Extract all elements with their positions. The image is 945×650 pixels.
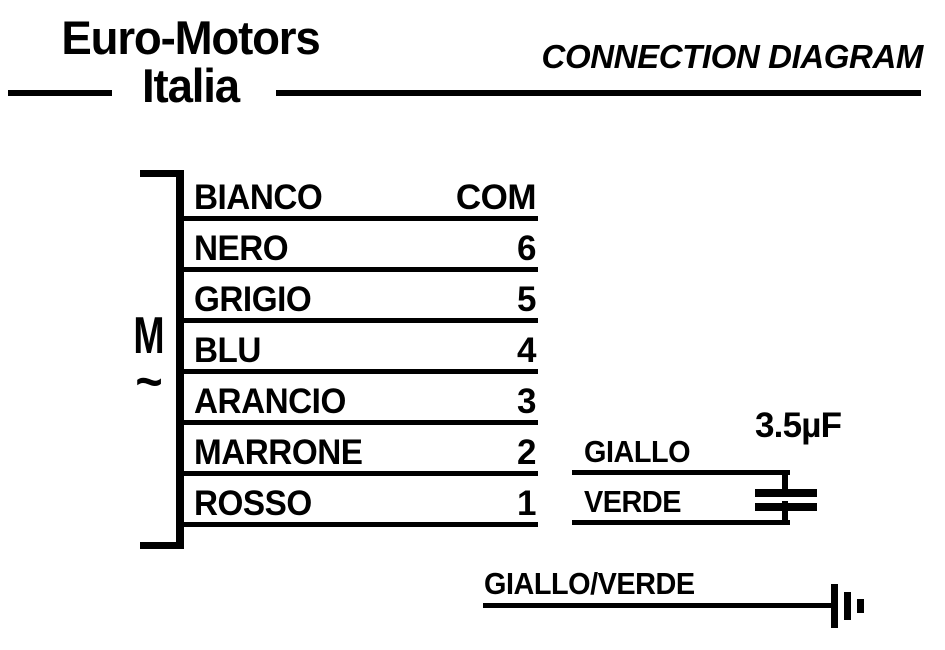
wire-color-label: MARRONE [194, 433, 363, 472]
capacitor-lead-top [782, 470, 788, 494]
wire-line [184, 420, 538, 425]
terminal-number-label: 1 [517, 484, 536, 523]
terminal-row: BLU 4 [184, 323, 538, 374]
wire-line [184, 216, 538, 221]
motor-letter: M [133, 307, 165, 365]
wire-color-label-verde: VERDE [584, 484, 682, 519]
alternating-current-icon: ~ [135, 353, 163, 411]
header-rule-right [276, 90, 921, 96]
wire-line [184, 471, 538, 476]
ground-group: GIALLO/VERDE [470, 565, 870, 635]
terminal-bus-bar [176, 170, 184, 549]
terminal-number-label: 3 [517, 382, 536, 421]
wire-color-label: ARANCIO [194, 382, 346, 421]
ac-motor-symbol: M ~ [118, 310, 180, 415]
terminal-number-label: COM [455, 178, 537, 217]
capacitor-plate-bottom [755, 503, 817, 511]
terminal-number-label: 2 [517, 433, 536, 472]
terminal-row: MARRONE 2 [184, 425, 538, 476]
terminal-number-label: 4 [517, 331, 536, 370]
capacitor-value-label: 3.5µF [755, 406, 842, 445]
ground-wire-line [483, 603, 833, 608]
wire-line [184, 318, 538, 323]
capacitor-plate-top [755, 489, 817, 497]
terminal-number-label: 6 [517, 229, 536, 268]
capacitor-lead-bottom [782, 501, 788, 525]
terminal-bus-top-stub [140, 170, 184, 177]
wire-line [184, 267, 538, 272]
brand-name-primary: Euro-Motors [61, 11, 320, 64]
diagram-title: CONNECTION DIAGRAM [541, 38, 924, 75]
capacitor-wire-top [572, 470, 790, 475]
terminal-bus-bottom-stub [140, 542, 184, 549]
wire-color-label: BIANCO [194, 178, 323, 217]
terminal-list: BIANCO COM NERO 6 GRIGIO 5 BLU 4 ARANCIO… [184, 170, 538, 530]
terminal-row: ARANCIO 3 [184, 374, 538, 425]
terminal-row: ROSSO 1 [184, 476, 538, 527]
ground-icon-bar-medium [844, 592, 851, 620]
brand-name-secondary: Italia [142, 59, 240, 112]
wire-color-label-ground: GIALLO/VERDE [484, 566, 695, 601]
terminal-row: GRIGIO 5 [184, 272, 538, 323]
wire-color-label-giallo: GIALLO [584, 434, 691, 469]
ground-icon-bar-small [857, 599, 864, 613]
capacitor-wire-bottom [572, 520, 790, 525]
capacitor-group: 3.5µF GIALLO VERDE [560, 400, 890, 540]
wire-color-label: NERO [194, 229, 289, 268]
terminal-row: NERO 6 [184, 221, 538, 272]
wire-line [184, 522, 538, 527]
wire-line [184, 369, 538, 374]
wire-color-label: GRIGIO [194, 280, 312, 319]
wire-color-label: ROSSO [194, 484, 312, 523]
terminal-row: BIANCO COM [184, 170, 538, 221]
terminal-number-label: 5 [517, 280, 536, 319]
brand-logo: Euro-Motors Italia [18, 11, 363, 112]
ground-icon-bar-large [831, 584, 838, 628]
wire-color-label: BLU [194, 331, 261, 370]
header-rule-left [8, 90, 112, 96]
